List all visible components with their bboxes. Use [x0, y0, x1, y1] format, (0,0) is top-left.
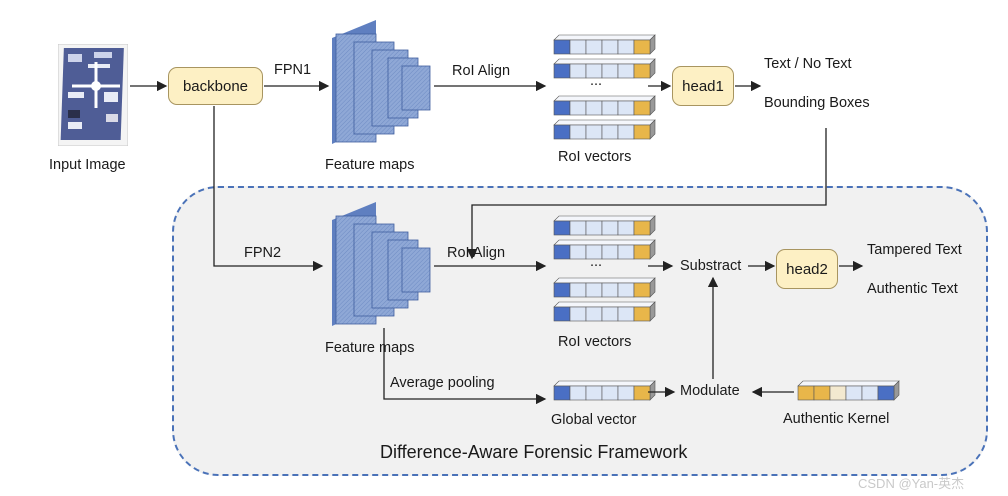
text-no-text-label: Text / No Text	[764, 56, 852, 72]
authentic-text-label: Authentic Text	[867, 281, 958, 297]
feature-maps-stack-bottom	[332, 202, 434, 328]
roi-vector-bottom-4	[553, 301, 656, 327]
arrow-backbone-to-fpn2	[213, 106, 324, 272]
global-vector	[553, 380, 656, 406]
average-pooling-label: Average pooling	[390, 375, 495, 391]
tampered-text-label: Tampered Text	[867, 242, 962, 258]
feature-maps-top-label: Feature maps	[325, 157, 415, 173]
head2-box: head2	[776, 249, 838, 289]
backbone-box: backbone	[168, 67, 263, 105]
head1-box: head1	[672, 66, 734, 106]
roi-vector-top-2	[553, 58, 656, 84]
roi-vectors-top-ellipsis: ...	[590, 73, 603, 89]
roi-vectors-bottom-ellipsis: ...	[590, 254, 603, 270]
roi-align-top-label: RoI Align	[452, 63, 511, 79]
roi-vectors-bottom-label: RoI vectors	[558, 334, 632, 350]
feature-maps-stack-top	[332, 20, 434, 146]
framework-title: Difference-Aware Forensic Framework	[380, 442, 688, 462]
roi-vector-top-4	[553, 119, 656, 145]
roi-vector-bottom-1	[553, 215, 656, 241]
input-image-thumbnail	[57, 43, 129, 147]
roi-vectors-top-label: RoI vectors	[558, 149, 632, 165]
arrow-bbox-to-roi-align	[466, 128, 827, 260]
global-vector-label: Global vector	[551, 412, 637, 428]
authentic-kernel-label: Authentic Kernel	[783, 411, 890, 427]
fpn1-label: FPN1	[274, 62, 312, 78]
substract-label: Substract	[680, 258, 742, 274]
roi-vector-top-1	[553, 34, 656, 60]
roi-vector-top-3	[553, 95, 656, 121]
bounding-boxes-label: Bounding Boxes	[764, 95, 870, 111]
fpn2-label: FPN2	[244, 245, 282, 261]
arrow-avgpool-to-global	[383, 328, 547, 405]
roi-vector-bottom-2	[553, 239, 656, 265]
input-image-label: Input Image	[49, 157, 126, 173]
authentic-kernel-vector	[797, 380, 900, 406]
watermark: CSDN @Yan-英杰	[858, 476, 965, 491]
roi-vector-bottom-3	[553, 277, 656, 303]
feature-maps-bottom-label: Feature maps	[325, 340, 415, 356]
modulate-label: Modulate	[680, 383, 740, 399]
